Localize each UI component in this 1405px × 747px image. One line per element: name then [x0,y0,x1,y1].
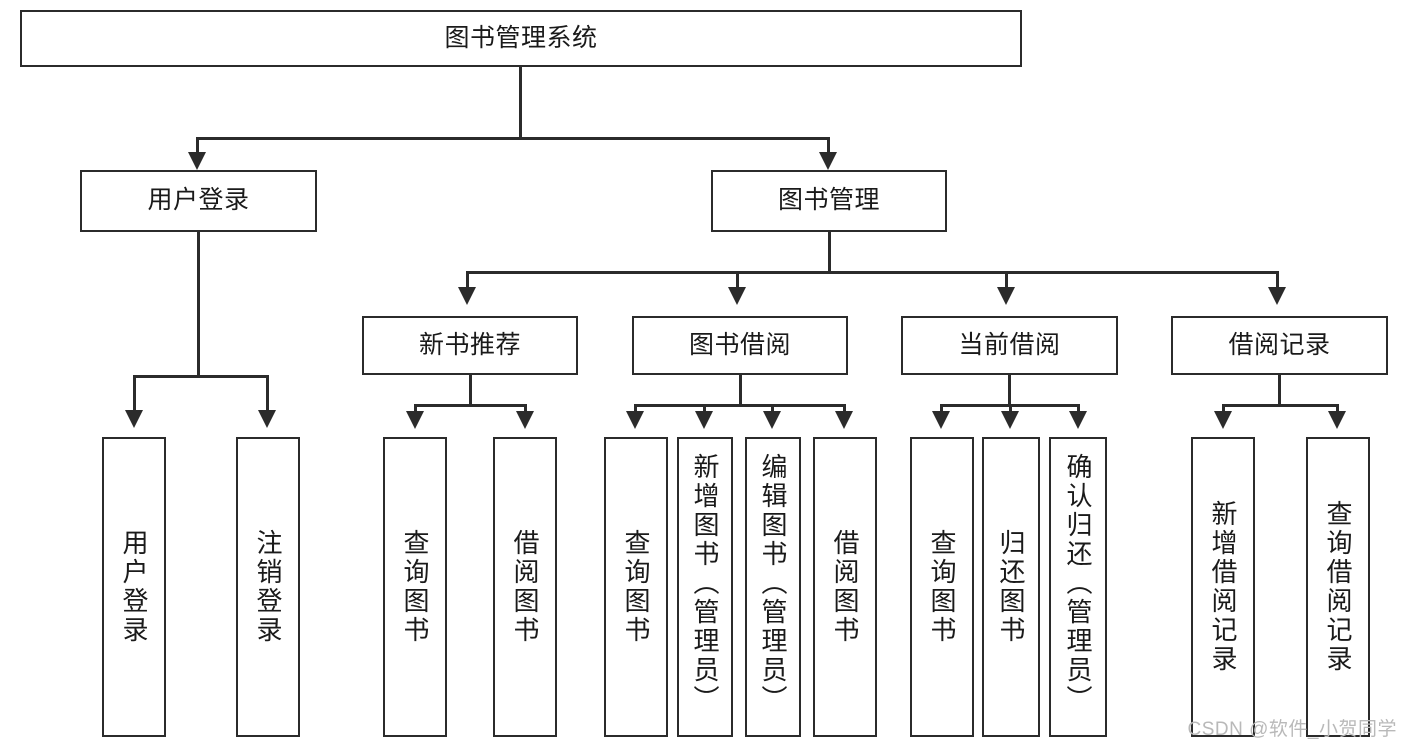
arrowhead-user-login [188,152,206,170]
leaf-query-book-current[interactable]: 查询图书 [910,437,974,737]
connector-to-user-login [196,137,199,155]
connector-user-login-child-1 [133,375,136,413]
leaf-query-book-borrow[interactable]: 查询图书 [604,437,668,737]
connector-current-borrow-child-3 [1077,404,1080,414]
node-book-management-system[interactable]: 图书管理系统 [20,10,1022,67]
connector-book-borrow-child-4 [843,404,846,414]
node-label: 查询图书 [927,529,957,645]
arrowhead-leaf-borrow-book-b [835,411,853,429]
arrowhead-leaf-user-login [125,410,143,428]
watermark: CSDN @软件_小贺同学 [1187,719,1397,740]
connector-book-management-stem [828,232,831,274]
node-label: 图书借阅 [688,330,791,359]
connector-current-borrow-stem [1008,375,1011,407]
connector-user-login-stem [197,232,200,378]
connector-user-login-child-2 [266,375,269,413]
connector-book-borrow-child-1 [634,404,637,414]
arrowhead-leaf-confirm-return [1069,411,1087,429]
connector-current-borrow-child-1 [940,404,943,414]
node-label: 归还图书 [996,529,1026,645]
connector-new-book-child-1 [414,404,417,414]
connector-borrow-record-child-2 [1336,404,1339,414]
node-book-borrow[interactable]: 图书借阅 [632,316,848,375]
arrowhead-leaf-query-book-b [626,411,644,429]
node-label: 当前借阅 [958,330,1061,359]
arrowhead-leaf-add-book [695,411,713,429]
node-label: 查询图书 [400,529,430,645]
arrowhead-book-borrow [728,287,746,305]
connector-borrow-record-child-1 [1222,404,1225,414]
arrowhead-leaf-query-record [1328,411,1346,429]
arrowhead-leaf-query-book-a [406,411,424,429]
connector-to-book-borrow [736,271,739,289]
connector-to-borrow-record [1276,271,1279,289]
connector-user-login-bus [133,375,269,378]
connector-book-borrow-child-2 [703,404,706,414]
leaf-user-login[interactable]: 用户登录 [102,437,166,737]
node-label: 查询借阅记录 [1323,500,1353,674]
arrowhead-leaf-return-book [1001,411,1019,429]
node-label: 用户登录 [147,186,250,215]
arrowhead-leaf-logout [258,410,276,428]
leaf-query-book-recommend[interactable]: 查询图书 [383,437,447,737]
connector-new-book-bus [414,404,527,407]
connector-current-borrow-child-2 [1009,404,1012,414]
connector-root-stem [519,67,522,139]
leaf-add-borrow-record[interactable]: 新增借阅记录 [1191,437,1255,737]
connector-to-new-book [466,271,469,289]
node-label: 编辑图书（管理员） [758,453,788,714]
node-label: 图书管理系统 [444,23,598,52]
node-label: 图书管理 [777,186,880,215]
leaf-edit-book-admin[interactable]: 编辑图书（管理员） [745,437,801,737]
arrowhead-book-management [819,152,837,170]
connector-book-borrow-child-3 [771,404,774,414]
leaf-borrow-book-borrow[interactable]: 借阅图书 [813,437,877,737]
leaf-logout[interactable]: 注销登录 [236,437,300,737]
arrowhead-current-borrow [997,287,1015,305]
connector-book-borrow-bus [634,404,846,407]
connector-new-book-stem [469,375,472,407]
connector-borrow-record-stem [1278,375,1281,407]
leaf-confirm-return-admin[interactable]: 确认归还（管理员） [1049,437,1107,737]
arrowhead-leaf-edit-book [763,411,781,429]
leaf-query-borrow-record[interactable]: 查询借阅记录 [1306,437,1370,737]
node-borrow-record[interactable]: 借阅记录 [1171,316,1388,375]
node-label: 用户登录 [119,529,149,645]
arrowhead-leaf-add-record [1214,411,1232,429]
node-label: 新书推荐 [418,330,521,359]
node-label: 注销登录 [253,529,283,645]
node-label: 借阅图书 [510,529,540,645]
connector-book-borrow-stem [739,375,742,407]
leaf-borrow-book-recommend[interactable]: 借阅图书 [493,437,557,737]
node-new-book-recommend[interactable]: 新书推荐 [362,316,578,375]
arrowhead-new-book-recommend [458,287,476,305]
connector-new-book-child-2 [524,404,527,414]
node-label: 借阅记录 [1228,330,1331,359]
node-label: 确认归还（管理员） [1063,453,1093,714]
node-current-borrow[interactable]: 当前借阅 [901,316,1118,375]
connector-level3-bus [466,271,1278,274]
connector-borrow-record-bus [1222,404,1339,407]
node-user-login[interactable]: 用户登录 [80,170,317,232]
connector-to-book-management [827,137,830,155]
arrowhead-borrow-record [1268,287,1286,305]
node-label: 借阅图书 [830,529,860,645]
arrowhead-leaf-query-book-c [932,411,950,429]
connector-level2-bus [196,137,830,140]
node-book-management[interactable]: 图书管理 [711,170,947,232]
arrowhead-leaf-borrow-book-a [516,411,534,429]
leaf-return-book[interactable]: 归还图书 [982,437,1040,737]
node-label: 查询图书 [621,529,651,645]
node-label: 新增借阅记录 [1208,500,1238,674]
connector-to-current-borrow [1005,271,1008,289]
leaf-add-book-admin[interactable]: 新增图书（管理员） [677,437,733,737]
node-label: 新增图书（管理员） [690,453,720,714]
